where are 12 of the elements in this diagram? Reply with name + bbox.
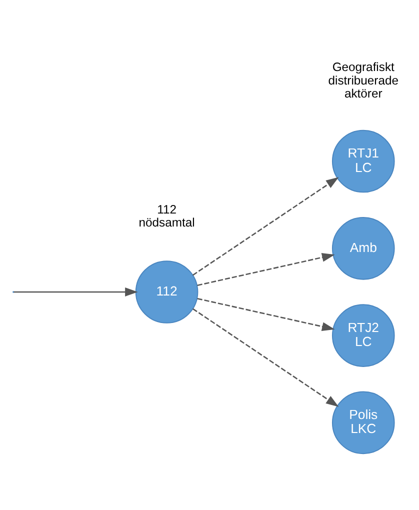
arrow bbox=[13, 287, 138, 296]
node-circle: 112 bbox=[134, 260, 198, 323]
node-circle: RTJ1 LC bbox=[331, 129, 394, 192]
node-circle: Amb bbox=[331, 216, 394, 280]
label: 112 nödsamtal bbox=[138, 202, 194, 230]
label: Geografiskt distribuerade aktörer bbox=[328, 60, 398, 100]
arrow bbox=[196, 297, 334, 330]
node-circle: Polis LKC bbox=[331, 390, 394, 454]
node-circle: RTJ2 LC bbox=[331, 304, 394, 366]
arrow bbox=[196, 252, 334, 286]
arrow bbox=[192, 176, 338, 276]
arrow bbox=[192, 308, 338, 406]
